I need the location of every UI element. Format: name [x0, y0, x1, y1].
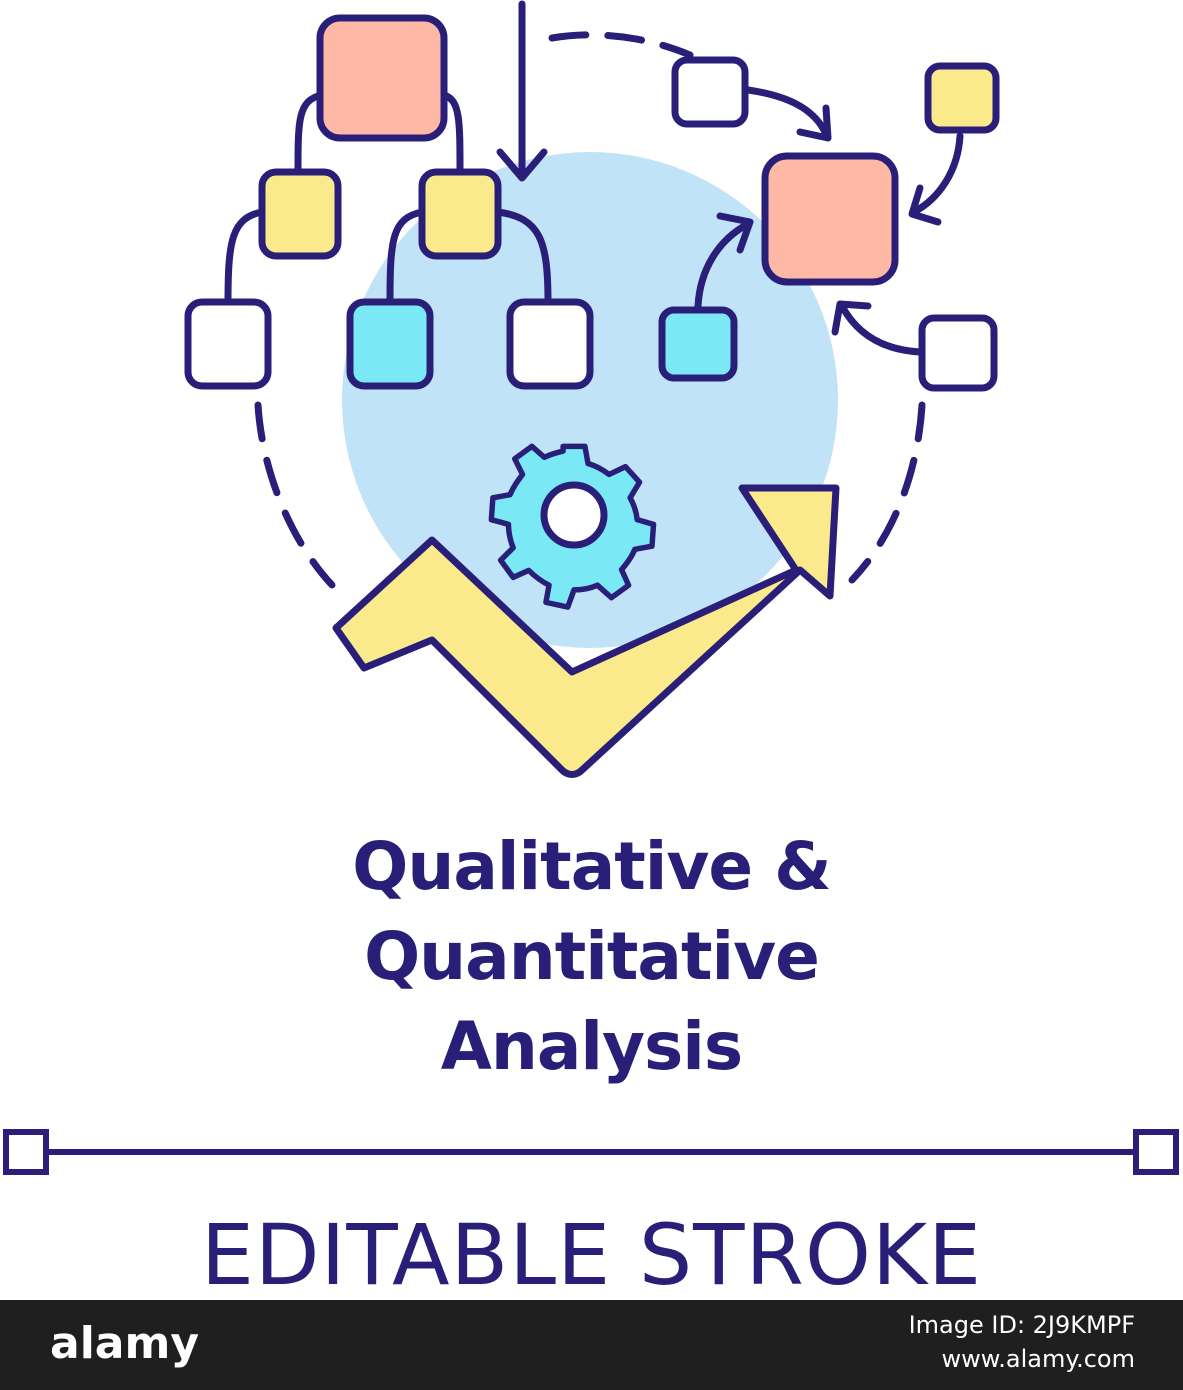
box-root: [316, 14, 448, 142]
box-small-bottom-right: [918, 314, 998, 392]
flowchart-connectors: [224, 91, 552, 306]
box-leaf-3: [506, 298, 594, 390]
flowchart-icon: [184, 14, 1000, 392]
box-small-top: [671, 56, 749, 128]
editable-stroke-label: EDITABLE STROKE: [200, 1206, 983, 1304]
box-target: [761, 152, 899, 286]
stroke-handle-icon: [3, 1129, 1179, 1175]
dashed-arc-right: [848, 401, 926, 584]
background-circle: [342, 152, 838, 648]
box-mid-right: [418, 168, 502, 260]
site-url: www.alamy.com: [941, 1345, 1135, 1373]
box-small-yellow: [924, 62, 1000, 134]
image-id: Image ID: 2J9KMPF: [908, 1311, 1135, 1339]
arrow-cyan-to-target: [694, 220, 752, 310]
stock-footer: alamy Image ID: 2J9KMPF www.alamy.com: [0, 1300, 1183, 1390]
box-leaf-2: [346, 298, 434, 390]
box-mid-left: [258, 168, 342, 260]
title-line-2: Quantitative: [364, 918, 820, 995]
arrow-top-to-target: [744, 86, 830, 138]
gear-icon: [488, 443, 657, 610]
box-cyan-right: [658, 306, 738, 382]
flow-arrows: [496, 0, 964, 356]
dashed-arc-top: [548, 31, 694, 59]
arrow-bottom-right-to-target: [838, 302, 924, 356]
brand-logo: alamy: [50, 1318, 199, 1369]
box-leaf-1: [184, 298, 272, 390]
arrow-yellow-to-target: [910, 132, 964, 216]
concept-illustration: [3, 0, 1179, 1175]
title-line-1: Qualitative &: [352, 828, 831, 905]
trend-arrow-icon: [332, 484, 840, 778]
title-line-3: Analysis: [440, 1008, 743, 1085]
dashed-arc-left: [254, 401, 336, 589]
